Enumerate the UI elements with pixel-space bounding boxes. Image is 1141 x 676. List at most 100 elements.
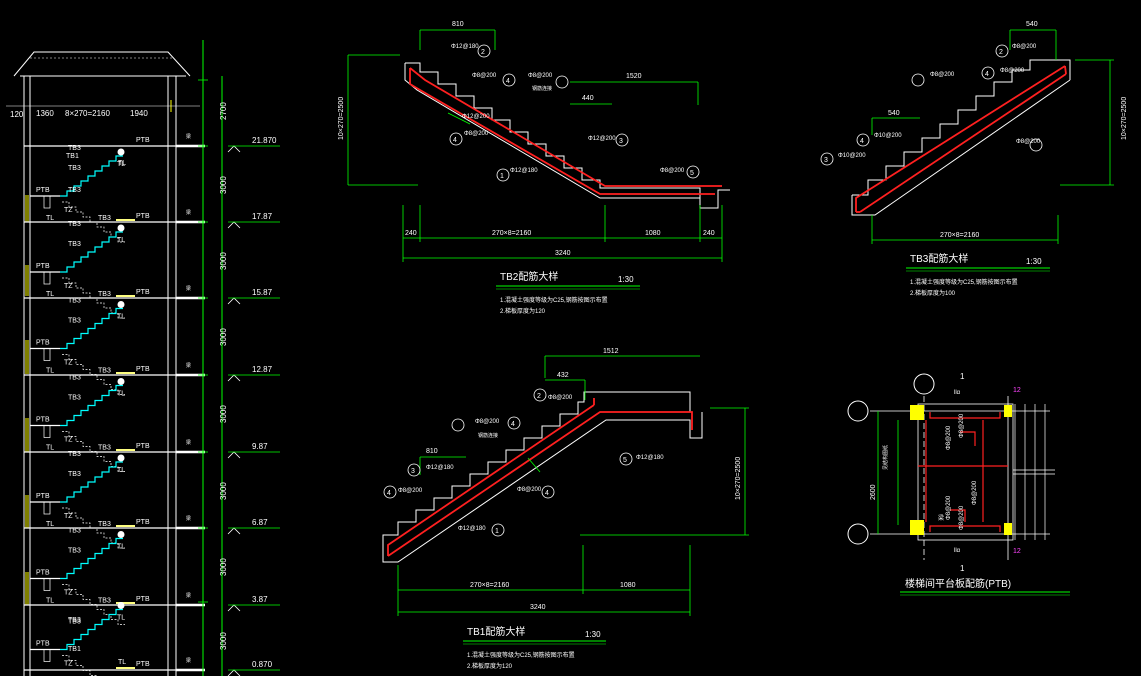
stair-label: TB3 bbox=[68, 145, 81, 152]
ptb-column-2 bbox=[910, 520, 924, 535]
stair-label: PTB bbox=[36, 417, 50, 424]
tb2-note-2: 2.梯板厚度为120 bbox=[500, 307, 546, 315]
stair-flight-up bbox=[60, 307, 123, 350]
tb2-circle-6: 5 bbox=[690, 170, 694, 177]
stair-label: TB3 bbox=[98, 215, 111, 222]
top-dim-4: 1940 bbox=[130, 109, 148, 118]
ptb-dim-left: 见结构图纸 bbox=[882, 445, 889, 470]
tb2-circle-4: 1 bbox=[500, 173, 504, 180]
tb2-rebar-1: Φ12@180 bbox=[451, 44, 479, 50]
stair-label: TB3 bbox=[68, 619, 81, 626]
stair-label: TL bbox=[118, 659, 126, 666]
elevation-marker bbox=[227, 221, 241, 229]
tb3-top-dim: 540 bbox=[1026, 21, 1038, 28]
ptb-axis-circle-left-top bbox=[847, 400, 869, 422]
stair-label: TB3 bbox=[68, 187, 81, 194]
beam-label: 梁 bbox=[186, 285, 191, 292]
floor-height-dim: 3000 bbox=[219, 632, 228, 650]
beam-label: 梁 bbox=[186, 515, 191, 522]
stair-beam bbox=[117, 301, 125, 308]
tb2-circle-2: 4 bbox=[506, 78, 510, 85]
stair-beam bbox=[117, 531, 125, 538]
top-dim-3: 8×270=2160 bbox=[65, 109, 110, 118]
elevation-value: 21.870 bbox=[252, 136, 277, 145]
stair-label: TB1 bbox=[66, 153, 79, 160]
ptb-axis-circle-top bbox=[913, 373, 935, 395]
stair-label: PTB bbox=[36, 340, 50, 347]
stair-beam bbox=[117, 454, 125, 462]
elevation-marker bbox=[227, 604, 241, 612]
tb3-rebar-6: Φ8@200 bbox=[1016, 139, 1041, 145]
stair-flight-down bbox=[62, 584, 125, 625]
ptb-dim: 2600 bbox=[870, 484, 877, 500]
floor-height-dim: 3000 bbox=[219, 252, 228, 270]
tb2-total: 3240 bbox=[555, 250, 571, 257]
stair-label: TZ bbox=[64, 360, 73, 367]
tb3-rebar-3: Φ8@200 bbox=[1000, 68, 1025, 74]
tb2-circle-1: 2 bbox=[481, 49, 485, 56]
tb1-circle-6: 5 bbox=[623, 457, 627, 464]
elevation-value: 3.87 bbox=[252, 595, 268, 604]
tb2-rebar-5: Φ12@180 bbox=[510, 168, 538, 174]
tb2-right-dim: 1520 bbox=[626, 73, 642, 80]
elevation-marker bbox=[227, 145, 241, 153]
ptb-la-bottom: llα bbox=[954, 548, 961, 554]
stair-label: TL bbox=[46, 521, 54, 528]
stair-label: TL bbox=[118, 160, 126, 167]
tb2-rebar bbox=[409, 67, 722, 187]
tb1-rebar-7: Φ12@180 bbox=[636, 455, 664, 461]
elevation-value: 15.87 bbox=[252, 288, 273, 297]
ptb-rebar-4: Φ8@200 bbox=[959, 413, 965, 438]
ptb-label: PTB bbox=[136, 213, 150, 220]
elevation-value: 17.87 bbox=[252, 212, 273, 221]
tb2-rebar-4: Φ8@200 bbox=[464, 131, 489, 137]
stair-label: TB3 bbox=[68, 617, 81, 624]
elevation-value: 12.87 bbox=[252, 365, 273, 374]
tb2-rebar-8: Φ12@200 bbox=[462, 114, 490, 120]
tb2-mid-dim: 440 bbox=[582, 95, 594, 102]
stair-label: PTB bbox=[36, 570, 50, 577]
elevation-value: 0.870 bbox=[252, 660, 273, 669]
tb3-bottom-dim: 270×8=2160 bbox=[940, 232, 979, 239]
stair-label: TB3 bbox=[98, 368, 111, 375]
floor-height-dim: 3000 bbox=[219, 328, 228, 346]
stair-label: TL bbox=[117, 467, 125, 474]
stair-label: TZ bbox=[64, 437, 73, 444]
tb3-mid-dim: 540 bbox=[888, 110, 900, 117]
stair-label: TL bbox=[46, 215, 54, 222]
stair-label: TZ bbox=[64, 661, 73, 668]
beam-label: 梁 bbox=[186, 592, 191, 599]
stair-label: TZ bbox=[64, 283, 73, 290]
floor-height-dim: 3000 bbox=[219, 176, 228, 194]
tb1-right-vertical: 10×270=2500 bbox=[735, 457, 742, 500]
tb1-circle-1: 2 bbox=[537, 393, 541, 400]
tb2-note-tag: 钢筋连接 bbox=[532, 85, 552, 92]
tb3-detail: 540 540 10×270=2500 270×8=2160 Φ8@200 Φ8… bbox=[820, 21, 1128, 297]
tb3-rebar-5: Φ10@200 bbox=[838, 153, 866, 159]
tb3-circle-1: 2 bbox=[999, 49, 1003, 56]
stair-label: TL bbox=[117, 391, 125, 398]
ptb-mag-label-bottom: 12 bbox=[1013, 548, 1021, 555]
tb1-note-1: 1.混凝土强度等级为C25,钢筋按图示布置 bbox=[467, 651, 575, 659]
top-dim-2: 1360 bbox=[36, 109, 54, 118]
stair-label: TB3 bbox=[98, 291, 111, 298]
tb2-rebar-2: Φ8@200 bbox=[472, 73, 497, 79]
beam-label: 梁 bbox=[186, 657, 191, 664]
ptb-beam-note: 梁 bbox=[938, 514, 944, 522]
tb3-rebar-4: Φ10@200 bbox=[874, 133, 902, 139]
tb2-note-1: 1.混凝土强度等级为C25,钢筋按图示布置 bbox=[500, 296, 608, 304]
stair-label: PTB bbox=[36, 641, 50, 648]
stair-label: TB3 bbox=[68, 451, 81, 458]
stair-label: TB3 bbox=[98, 521, 111, 528]
ptb-column-4 bbox=[1004, 523, 1012, 535]
beam-label: 梁 bbox=[186, 362, 191, 369]
tb1-scale: 1:30 bbox=[585, 630, 601, 639]
tb2-detail: 810 1520 440 10×270=2500 240 270×8=2160 … bbox=[338, 21, 730, 315]
tb1-note-2: 2.梯板厚度为120 bbox=[467, 662, 513, 670]
stair-label: TB3 bbox=[68, 471, 81, 478]
tb2-circle-3: 4 bbox=[453, 137, 457, 144]
tb1-circle-3: 3 bbox=[411, 468, 415, 475]
tb2-rebar-3: Φ8@200 bbox=[528, 73, 553, 79]
